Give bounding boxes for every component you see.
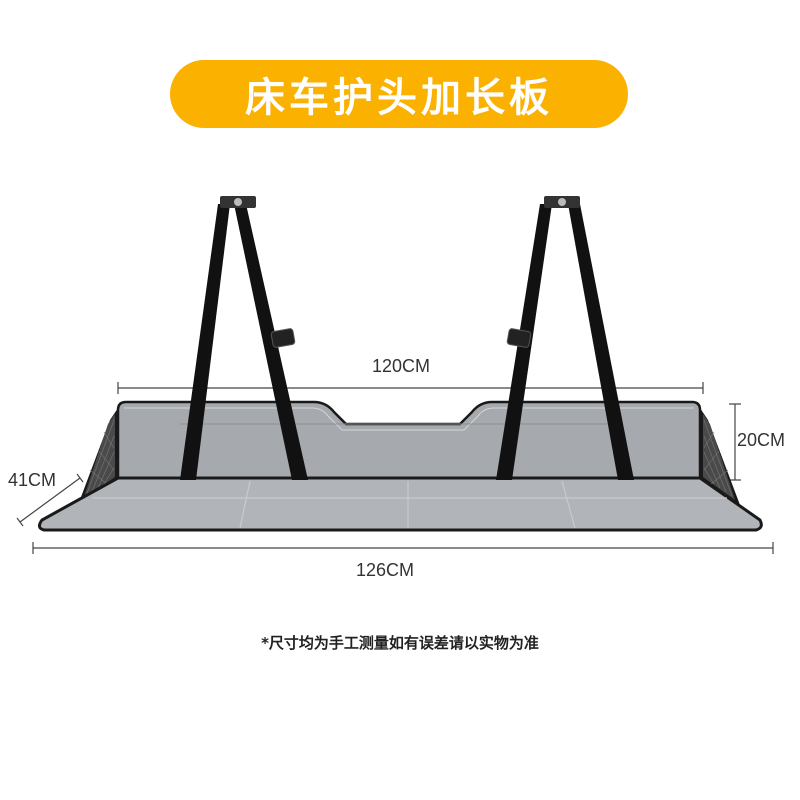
dimension-line-height [729,403,741,481]
bottom-width-label: 126CM [356,560,415,580]
top-width-label: 120CM [372,356,431,376]
measurement-note: *尺寸均为手工测量如有误差请以实物为准 [261,634,539,652]
depth-label: 41CM [8,470,57,490]
dimension-line-bottom [32,542,774,554]
title-banner: 床车护头加长板 [170,60,628,128]
right-mesh-pocket [700,408,740,505]
left-strap [180,196,308,480]
dimension-line-depth [16,473,84,527]
height-label: 20CM [737,430,786,450]
page-title: 床车护头加长板 [245,75,553,121]
left-mesh-pocket [78,408,118,505]
right-strap [496,196,634,480]
floor-board [37,476,763,532]
